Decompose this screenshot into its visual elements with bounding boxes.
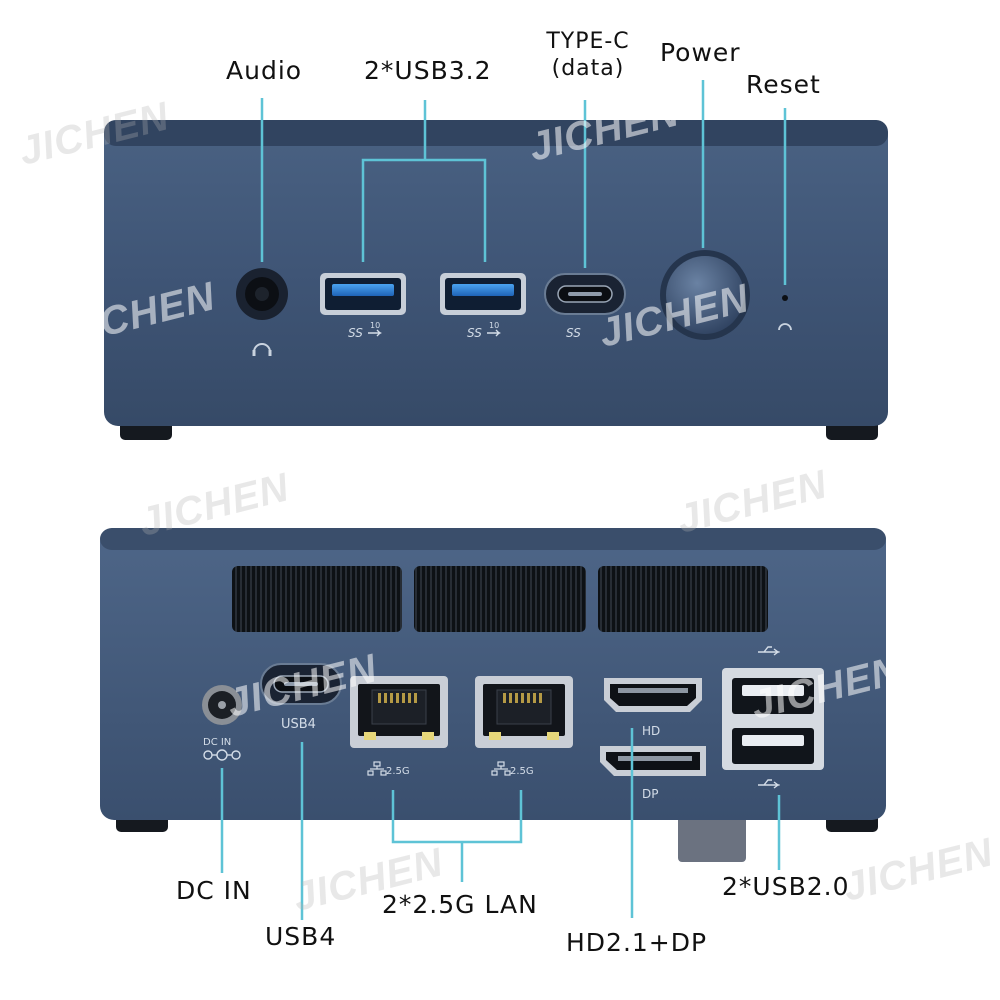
label-typec: TYPE-C (data) [538, 28, 638, 82]
front-top-edge [104, 120, 888, 146]
network-icon-2 [491, 761, 511, 776]
label-typec-line2: (data) [551, 56, 625, 81]
lan-speed-mark-1: 2.5G [386, 766, 410, 777]
label-hd-dp: HD2.1+DP [566, 928, 708, 957]
lan-speed-mark-2: 2.5G [510, 766, 534, 777]
ss-mark-2: SS [467, 326, 482, 340]
lan-port-2 [475, 676, 573, 748]
hdmi-port [604, 678, 702, 712]
label-dc-in: DC IN [176, 876, 252, 905]
displayport-port [600, 746, 706, 776]
ss-num-2: 10 [489, 321, 499, 330]
audio-jack [236, 268, 288, 356]
label-power: Power [660, 38, 741, 67]
dc-polarity-icon [203, 749, 241, 761]
ss-mark-3: SS [566, 326, 581, 340]
vent-left [232, 566, 402, 632]
headphone-icon [253, 343, 271, 353]
usb-icon-bottom [758, 779, 781, 789]
back-top-edge [100, 528, 886, 550]
reset-hole [778, 295, 792, 331]
usb4-mark: USB4 [281, 717, 316, 732]
power-button [660, 250, 750, 340]
usb32-port-1 [320, 273, 406, 315]
dc-in-port [202, 685, 242, 725]
ss-mark-1: SS [348, 326, 363, 340]
usb32-port-2 [440, 273, 526, 315]
vent-right [598, 566, 768, 632]
hd-mark: HD [642, 724, 660, 738]
reset-icon [778, 323, 792, 331]
ss-usb-icon-2 [487, 329, 501, 337]
label-reset: Reset [746, 70, 821, 99]
front-leader-lines [260, 80, 787, 285]
typec-port [544, 273, 626, 315]
usb4-port [260, 663, 342, 705]
label-lan: 2*2.5G LAN [382, 890, 538, 919]
back-leader-lines [220, 728, 781, 920]
usb-icon-top [758, 646, 781, 656]
front-panel-unit: SS 10 SS 10 SS [104, 80, 888, 440]
label-usb20: 2*USB2.0 [722, 872, 850, 901]
network-icon-1 [367, 761, 387, 776]
ss-num-1: 10 [370, 321, 380, 330]
back-panel-unit: DC IN USB4 [100, 528, 886, 920]
ss-usb-icon-1 [368, 329, 382, 337]
usb20-stack [722, 668, 824, 770]
dc-in-mark: DC IN [203, 737, 231, 748]
dp-mark: DP [642, 787, 658, 801]
label-usb4: USB4 [265, 922, 337, 951]
vent-middle [414, 566, 586, 632]
label-audio: Audio [226, 56, 303, 85]
label-usb32: 2*USB3.2 [364, 56, 492, 85]
lan-port-1 [350, 676, 448, 748]
label-typec-line1: TYPE-C [546, 29, 630, 54]
